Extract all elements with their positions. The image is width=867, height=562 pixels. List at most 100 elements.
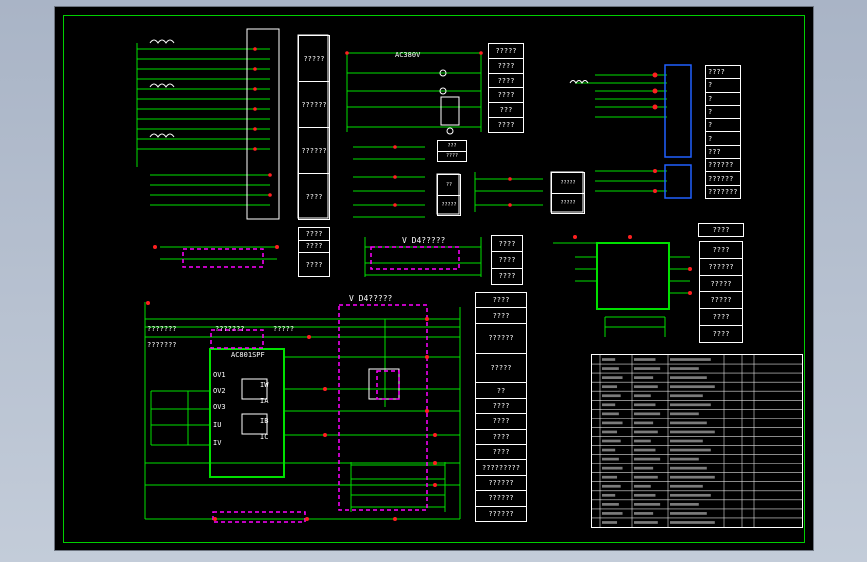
bom-text-mark xyxy=(602,385,618,389)
bom-text-mark xyxy=(634,385,658,389)
bom-text-mark xyxy=(634,475,658,479)
voltage-label: AC380V xyxy=(395,51,421,59)
block-label-iu: IU xyxy=(213,421,222,429)
table-6-cell: ?????? xyxy=(488,509,514,518)
left-box-label-a: ??????? xyxy=(147,325,177,333)
table-6-cell: ???? xyxy=(476,414,526,430)
table-8-cell: ????? xyxy=(700,276,742,293)
bom-text-mark xyxy=(670,367,699,370)
table-8-cell: ???? xyxy=(700,242,742,259)
drawing-frame xyxy=(63,15,805,543)
block-label-ic: IC xyxy=(260,433,269,441)
table-6-cell: ?? xyxy=(476,383,526,399)
table-8-cell: ???? xyxy=(712,330,730,339)
bom-text-mark xyxy=(602,503,619,506)
table-2: ????? ???? ???? ???? ??? ???? xyxy=(488,43,524,133)
bom-text-mark xyxy=(670,448,711,452)
bom-text-mark xyxy=(602,421,623,425)
table-2-cell: ???? xyxy=(489,59,523,74)
table-4-cell: ???? xyxy=(299,241,329,253)
table-7-cell: ? xyxy=(706,119,740,133)
table-2-cell: ??? xyxy=(489,103,523,119)
bom-text-mark xyxy=(670,394,703,398)
bom-text-mark xyxy=(634,439,651,443)
vd4-label-top: V D4????? xyxy=(402,236,446,245)
table-7-cell: ? xyxy=(706,79,740,93)
bom-text-mark xyxy=(670,385,715,389)
bom-text-mark xyxy=(602,521,618,524)
bom-text-mark xyxy=(634,503,661,506)
table-6-cell: ????????? xyxy=(476,460,526,476)
mid-label-a: ??????? xyxy=(215,325,245,333)
bom-text-mark xyxy=(670,512,707,515)
bom-text-mark xyxy=(670,484,703,488)
table-10: ?? ????? xyxy=(437,174,461,216)
block-label-iv: IV xyxy=(213,439,222,447)
bom-text-mark xyxy=(634,521,658,524)
bom-text-mark xyxy=(602,484,621,488)
table-3-cell: ???? xyxy=(445,153,459,160)
table-8: ???? ?????? ????? ????? ???? ???? xyxy=(699,241,743,343)
bom-text-mark xyxy=(634,421,654,425)
bom-text-mark xyxy=(602,394,621,398)
block-label-iw: IW xyxy=(260,381,269,389)
bom-text-mark xyxy=(634,493,656,497)
bom-text-mark xyxy=(634,394,651,398)
block-label-ia: IA xyxy=(260,397,269,405)
table-1: ????? ?????? ?????? ???? xyxy=(298,35,330,220)
bom-text-mark xyxy=(602,512,623,515)
bom-text-mark xyxy=(602,376,623,379)
bom-text-mark xyxy=(670,376,707,379)
table-6-cell: ?????? xyxy=(476,476,526,492)
schematic-wiring xyxy=(136,28,692,523)
block-label-ov1: OV1 xyxy=(213,371,226,379)
bill-of-materials xyxy=(591,354,803,528)
table-4-cell: ???? xyxy=(299,228,329,241)
table-7-cell: ?????? xyxy=(706,159,740,173)
bom-text-mark xyxy=(634,466,654,470)
table-7-cell: ?????? xyxy=(706,172,740,186)
bom-text-mark xyxy=(670,493,711,497)
table-2-cell: ????? xyxy=(489,44,523,59)
drawing-sheet: AC380V V D4????? V D4????? AC801SPF ????… xyxy=(54,6,814,551)
table-6: ???? ???? ?????? ????? ?? ???? ???? ????… xyxy=(475,292,527,522)
table-4: ???? ???? ???? xyxy=(298,227,330,277)
bom-text-mark xyxy=(670,403,711,407)
bom-grid xyxy=(592,355,802,527)
bom-text-mark xyxy=(602,412,619,416)
bom-text-mark xyxy=(634,403,656,407)
table-7-cell: ? xyxy=(706,132,740,146)
block-label-ov2: OV2 xyxy=(213,387,226,395)
bom-text-mark xyxy=(634,412,661,416)
left-box-label-b: ??????? xyxy=(147,341,177,349)
table-6-cell: ???? xyxy=(476,430,526,446)
table-8-cell: ?????? xyxy=(700,259,742,276)
bom-text-mark xyxy=(602,403,616,407)
table-7-cell: ? xyxy=(706,93,740,106)
table-7-cell: ???? xyxy=(706,66,740,80)
bom-text-mark xyxy=(634,512,654,515)
table-5: ???? ???? ???? xyxy=(491,235,523,285)
table-6-cell: ???? xyxy=(476,399,526,415)
bom-text-mark xyxy=(670,457,699,461)
bom-text-mark xyxy=(602,430,618,434)
table-6-cell: ???? xyxy=(476,293,526,309)
bom-text-mark xyxy=(634,457,661,461)
block-label-ib: IB xyxy=(260,417,269,425)
table-4-cell: ???? xyxy=(305,260,323,269)
bom-text-mark xyxy=(634,430,658,434)
table-10-cell: ?? xyxy=(438,175,460,196)
table-5-cell: ???? xyxy=(498,272,516,281)
table-11: ????? ????? xyxy=(551,172,585,214)
table-3-cell: ??? xyxy=(438,141,466,152)
table-11-cell: ????? xyxy=(560,200,576,207)
table-5-cell: ???? xyxy=(492,252,522,269)
mid-label-b: ????? xyxy=(273,325,295,333)
bom-text-mark xyxy=(634,367,661,370)
table-9: ???? xyxy=(698,223,744,237)
table-6-cell: ???? xyxy=(476,308,526,324)
bom-text-mark xyxy=(670,439,703,443)
table-5-cell: ???? xyxy=(492,236,522,253)
table-8-cell: ????? xyxy=(700,292,742,310)
unit-label: AC801SPF xyxy=(231,351,265,359)
